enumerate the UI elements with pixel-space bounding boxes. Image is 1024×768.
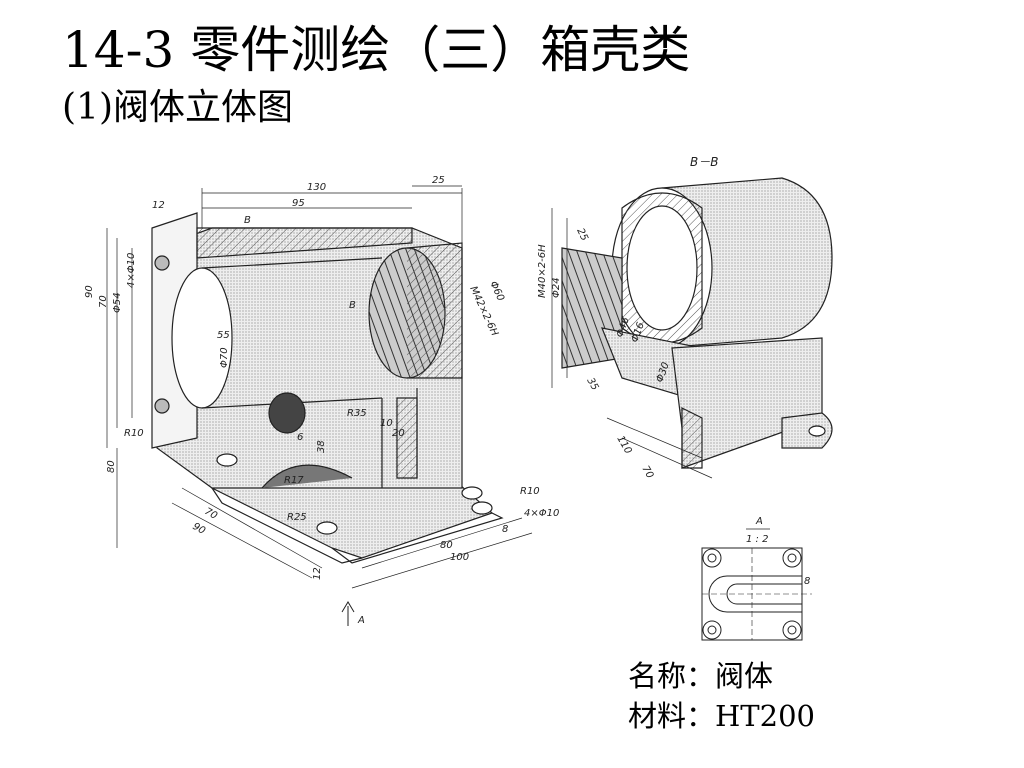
dim-label: B xyxy=(244,215,251,226)
dim-label: R25 xyxy=(287,512,307,523)
dim-label: 80 xyxy=(440,540,453,551)
dim-label: Φ54 xyxy=(112,292,123,313)
view-a-scale: 1 : 2 xyxy=(746,534,768,545)
dim-label: 110 xyxy=(614,434,633,456)
dim-label: 8 xyxy=(804,576,810,587)
dim-label: 130 xyxy=(307,182,326,193)
page-title: 14-3 零件测绘（三）箱壳类 xyxy=(62,21,691,79)
dim-label: 20 xyxy=(392,428,405,439)
dim-label: 10 xyxy=(380,418,393,429)
dim-label: 4×Φ10 xyxy=(126,253,137,288)
dim-label: M40×2-6H xyxy=(537,244,548,298)
section-label: B－B xyxy=(690,155,718,169)
dim-label: 25 xyxy=(574,227,589,243)
valve-body-isometric-drawing: 130 95 25 12 90 70 Φ54 4×Φ10 55 Φ70 B B … xyxy=(62,148,862,650)
dim-label: 8 xyxy=(502,524,508,535)
dim-label: 95 xyxy=(292,198,305,209)
dim-label: 6 xyxy=(297,432,303,443)
left-isometric-view xyxy=(106,185,533,589)
dim-label: B xyxy=(349,300,356,311)
right-section-view xyxy=(551,177,833,479)
view-a-label: A xyxy=(755,516,763,527)
dim-label: 90 xyxy=(191,521,208,537)
part-name: 名称：阀体 xyxy=(628,659,774,693)
dim-label: 38 xyxy=(316,440,327,453)
dim-label: 12 xyxy=(312,567,323,580)
dim-label: 55 xyxy=(217,330,230,341)
dim-label: 90 xyxy=(84,285,95,298)
dim-label: 35 xyxy=(584,376,600,393)
dim-label: Φ60 xyxy=(487,280,506,303)
view-arrow-a xyxy=(341,601,355,626)
view-arrow-label: A xyxy=(357,615,365,626)
top-wall-section xyxy=(196,227,413,259)
view-a-plate xyxy=(701,547,812,641)
lower-body xyxy=(671,337,823,469)
dim-label: 12 xyxy=(152,200,165,211)
page-subtitle: (1)阀体立体图 xyxy=(62,87,293,128)
dim-label: 70 xyxy=(639,464,655,481)
dim-label: 100 xyxy=(450,552,469,563)
dim-label: 25 xyxy=(432,175,445,186)
dim-label: R35 xyxy=(347,408,367,419)
dim-label: Φ70 xyxy=(219,347,230,368)
dim-label: R10 xyxy=(124,428,144,439)
dim-label: R17 xyxy=(284,475,304,486)
dim-label: 4×Φ10 xyxy=(524,508,559,519)
dim-label: R10 xyxy=(520,486,540,497)
dim-label: Φ24 xyxy=(551,277,562,298)
dim-label: 80 xyxy=(106,460,117,473)
dim-label: 70 xyxy=(203,506,220,522)
part-info: 名称：阀体 材料：HT200 xyxy=(628,656,815,736)
dim-label: 70 xyxy=(98,295,109,308)
part-material: 材料：HT200 xyxy=(628,699,815,733)
